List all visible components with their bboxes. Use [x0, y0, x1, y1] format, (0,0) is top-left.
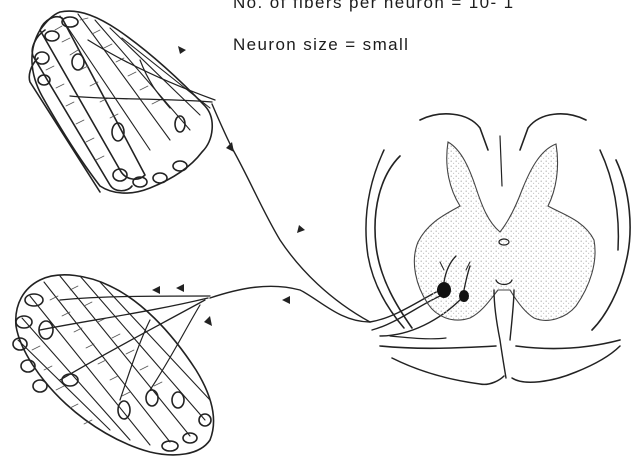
direction-arrows	[152, 46, 305, 326]
arrow-icon	[282, 296, 290, 304]
arrow-icon	[204, 316, 212, 326]
spinal-cord-section	[366, 114, 630, 385]
arrow-icon	[178, 46, 186, 54]
lower-muscle-bundle	[13, 275, 214, 455]
upper-muscle-bundle	[29, 11, 215, 193]
arrow-icon	[176, 284, 184, 292]
arrow-icon	[152, 286, 160, 294]
arrow-icon	[297, 225, 305, 233]
motor-axon	[210, 104, 462, 336]
